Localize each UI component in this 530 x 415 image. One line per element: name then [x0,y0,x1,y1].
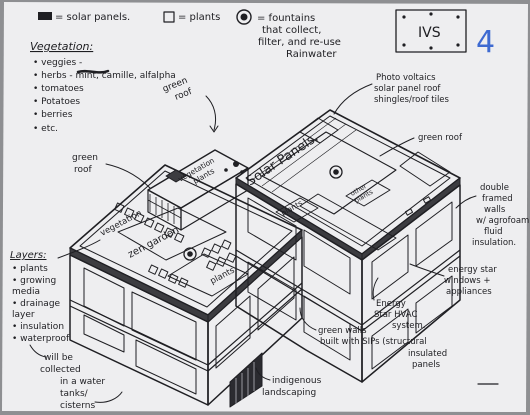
vegetation-item-5: • berries [33,110,73,120]
photovoltaics-label-2: solar panel roof [374,84,441,94]
legend-solar-panels: = solar panels. [55,12,130,23]
green-roof-left-label-1: green [72,153,98,163]
energy-star-hvac-label-2: Star HVAC [374,310,417,320]
double-framed-label-1: double [480,183,509,193]
layers-item-6: • insulation [12,322,64,332]
vegetation-item-3: • tomatoes [33,84,84,94]
green-walls-label-3: insulated [408,349,447,359]
legend-fountains-4: Rainwater [286,49,337,60]
double-framed-label-4: w/ agrofoam [476,216,529,226]
title-box-label: IVS [418,25,441,41]
photovoltaics-label-3: shingles/roof tiles [374,95,450,105]
legend-fountains-3: filter, and re-use [258,37,341,48]
vegetation-item-1: • veggies - [33,58,82,68]
indigenous-label-1: indigenous [272,376,322,386]
layers-item-7: • waterproof [12,334,70,344]
double-framed-label-6: insulation. [472,238,516,248]
collected-label-4: tanks/ [60,389,89,399]
legend-fountains-1: = fountains [257,13,315,24]
double-framed-label-3: walls [484,205,506,215]
energy-star-hvac-label-3: system. [392,321,425,331]
collected-label-1: will be [44,353,73,363]
green-walls-label-2: built with SIPs (structural [320,337,427,347]
vegetation-item-4: • Potatoes [33,97,80,107]
layers-item-3: media [12,287,40,297]
collected-label-5: cisterns [60,401,95,411]
vegetation-heading: Vegetation: [30,40,93,53]
photovoltaics-label-1: Photo voltaics [376,73,436,83]
legend-fountains-2: that collect, [262,25,321,36]
layers-heading: Layers: [10,250,46,261]
vegetation-item-6: • etc. [33,124,58,134]
double-framed-label-2: framed [482,194,513,204]
energy-star-windows-label-2: windows + [444,276,491,286]
energy-star-windows-label-1: energy star [448,265,497,275]
green-roof-right-label: green roof [418,133,463,143]
energy-star-windows-label-3: appliances [446,287,492,297]
green-walls-label-1: green walls [318,326,367,336]
legend-plants: = plants [178,12,220,23]
solar-panel-legend-swatch [38,12,52,20]
green-walls-label-4: panels [412,360,441,370]
scribble-out [78,71,108,72]
layers-item-1: • plants [12,264,48,274]
layers-item-5: layer [12,310,35,320]
collected-label-2: collected [40,365,81,375]
page-number: 4 [476,25,495,60]
layers-item-4: • drainage [12,299,61,309]
green-roof-left-label-2: roof [74,165,93,175]
collected-label-3: in a water [60,377,105,387]
layers-item-2: • growing [12,276,56,286]
indigenous-label-2: landscaping [262,388,316,398]
double-framed-label-5: fluid [484,227,503,237]
energy-star-hvac-label-1: Energy [376,299,406,309]
